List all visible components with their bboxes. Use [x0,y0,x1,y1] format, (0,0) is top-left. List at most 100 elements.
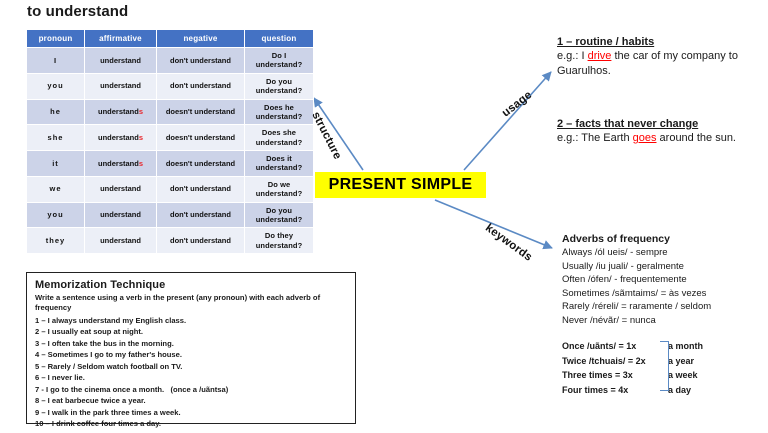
usage1-after: the car of my company to Guarulhos. [557,50,738,77]
usage2-after: around the sun. [656,132,736,144]
adverb-line: Never /névãr/ = nunca [562,314,656,326]
cell-pronoun: I [26,47,85,74]
usage-item-routine-example: e.g.: I drive the car of my company to G… [557,49,762,78]
memorization-sentence: 2 – I usually eat soup at night. [35,327,144,337]
cell-negative: don't understand [156,72,245,100]
cell-affirmative: understand [84,47,157,74]
cell-pronoun: she [26,124,85,151]
frequency-period: a day [668,384,692,395]
col-header-question: question [244,29,314,48]
frequency-count: Twice /tchuais/ = 2x [562,355,646,366]
frequency-row: Twice /tchuais/ = 2x a year [562,354,762,369]
present-simple-highlight: PRESENT SIMPLE [315,172,486,198]
usage2-highlight-verb: goes [632,132,657,144]
frequency-period: a year [668,355,695,366]
frequency-period: a week [668,370,698,381]
memorization-sentence: 7 - I go to the cinema once a month. (on… [35,384,229,394]
frequency-count: Three times = 3x [562,370,633,381]
page-title: to understand [27,3,129,20]
usage-item-routine-heading: 1 – routine / habits [557,36,655,48]
cell-pronoun: he [26,98,85,126]
memorization-intro: Write a sentence using a verb in the pre… [35,293,321,313]
col-header-pronoun: pronoun [26,29,85,48]
frequency-count: Four times = 4x [562,384,629,395]
frequency-bracket [660,341,669,391]
frequency-period: a month [668,341,703,351]
table-header-row: pronoun affirmative negative question [26,29,314,48]
affirmative-s-suffix: s [138,107,143,117]
cell-negative: doesn't understand [156,150,245,177]
cell-pronoun: it [26,150,85,177]
memorization-sentence: 10 – I drink coffee four times a day. [35,419,162,429]
frequency-row: Once /uãnts/ = 1x a month [562,339,762,354]
memorization-sentence: 8 – I eat barbecue twice a year. [35,396,146,406]
cell-negative: doesn't understand [156,124,245,151]
usage1-before: e.g.: I [557,50,588,62]
cell-affirmative: understands [84,98,157,126]
adverbs-heading: Adverbs of frequency [562,233,670,245]
adverb-line: Rarely /réreli/ = raramente / seldom [562,301,712,313]
usage2-before: e.g.: The Earth [557,132,633,144]
cell-pronoun: you [26,72,85,100]
usage-item-routine: 1 – routine / habits e.g.: I drive the c… [557,36,762,78]
cell-negative: don't understand [156,175,245,203]
cell-negative: doesn't understand [156,98,245,126]
cell-affirmative: understand [84,72,157,100]
arrow-label-structure: structure [309,110,344,162]
memorization-sentence: 1 – I always understand my English class… [35,315,187,325]
arrow-usage [463,71,552,171]
cell-negative: don't understand [156,201,245,229]
cell-pronoun: you [26,201,85,229]
cell-affirmative: understand [84,227,157,254]
usage-item-facts-example: e.g.: The Earth goes around the sun. [557,131,762,146]
memorization-sentence-list: 1 – I always understand my English class… [35,315,348,430]
frequency-row: Three times = 3x a week [562,368,762,383]
memorization-box: Memorization Technique Write a sentence … [26,272,356,428]
memorization-sentence: 4 – Sometimes I go to my father's house. [35,350,182,360]
cell-affirmative: understand [84,175,157,203]
affirmative-s-suffix: s [138,158,143,168]
col-header-affirmative: affirmative [84,29,157,48]
usage-item-facts-heading: 2 – facts that never change [557,118,699,130]
usage1-highlight-verb: drive [587,50,612,62]
adverbs-of-frequency-block: Adverbs of frequency Always /ól ueis/ - … [562,233,762,327]
cell-negative: don't understand [156,47,245,74]
arrow-label-keywords: keywords [482,222,535,264]
arrow-label-usage: usage [500,88,535,120]
memorization-sentence: 9 – I walk in the park three times a wee… [35,407,181,417]
cell-affirmative: understands [84,150,157,177]
adverb-line: Always /ól ueis/ - sempre [562,247,668,258]
cell-affirmative: understand [84,201,157,229]
memorization-title: Memorization Technique [35,279,166,291]
affirmative-s-suffix: s [138,132,143,142]
adverb-line: Sometimes /sãmtaims/ = às vezes [562,287,707,299]
adverb-line: Often /ófen/ - frequentemente [562,274,687,286]
cell-pronoun: they [26,227,85,254]
cell-negative: don't understand [156,227,245,254]
adverb-line: Usually /iu juali/ - geralmente [562,260,684,272]
frequency-row: Four times = 4x a day [562,383,762,398]
frequency-count: Once /uãnts/ = 1x [562,341,637,351]
memorization-sentence: 5 – Rarely / Seldom watch football on TV… [35,361,183,371]
memorization-sentence: 3 – I often take the bus in the morning. [35,338,174,348]
usage-item-facts: 2 – facts that never change e.g.: The Ea… [557,118,762,146]
cell-affirmative: understands [84,124,157,151]
